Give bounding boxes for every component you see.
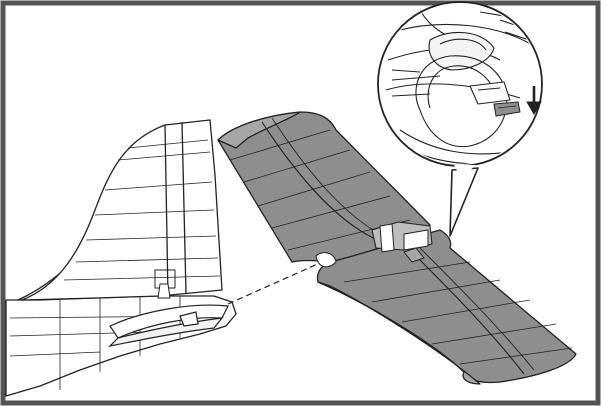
callout-circle — [377, 1, 543, 167]
horizontal-stabilizer — [217, 111, 577, 385]
vertical-stabilizer — [21, 119, 223, 301]
center-notch — [315, 252, 337, 268]
fuselage-panel-lines — [9, 296, 201, 390]
rudder-horn — [157, 283, 171, 299]
leading-edge-right — [317, 281, 481, 385]
mount-clip-tab — [379, 223, 395, 253]
callout-fuselage-curve — [399, 24, 540, 51]
rudder-tab — [154, 269, 176, 289]
rudder-hinge-line — [164, 124, 169, 297]
callout-tab — [493, 101, 521, 117]
alignment-guide — [227, 261, 323, 305]
stabilizer-mount-recess — [108, 304, 229, 347]
arrow-down-icon — [526, 86, 542, 115]
elevator-joiner — [403, 247, 425, 263]
stabilizer-rib-lines — [229, 129, 573, 365]
callout-pointer — [449, 167, 479, 237]
leading-edge-left — [217, 111, 301, 149]
callout-detail-contents — [385, 9, 540, 164]
fin-outline — [21, 119, 223, 301]
callout-clip — [469, 81, 511, 105]
detail-callout — [377, 1, 543, 237]
fin-rib-lines — [63, 139, 221, 281]
mount-clip-tab-2 — [403, 229, 429, 251]
rudder-outline — [181, 121, 187, 295]
